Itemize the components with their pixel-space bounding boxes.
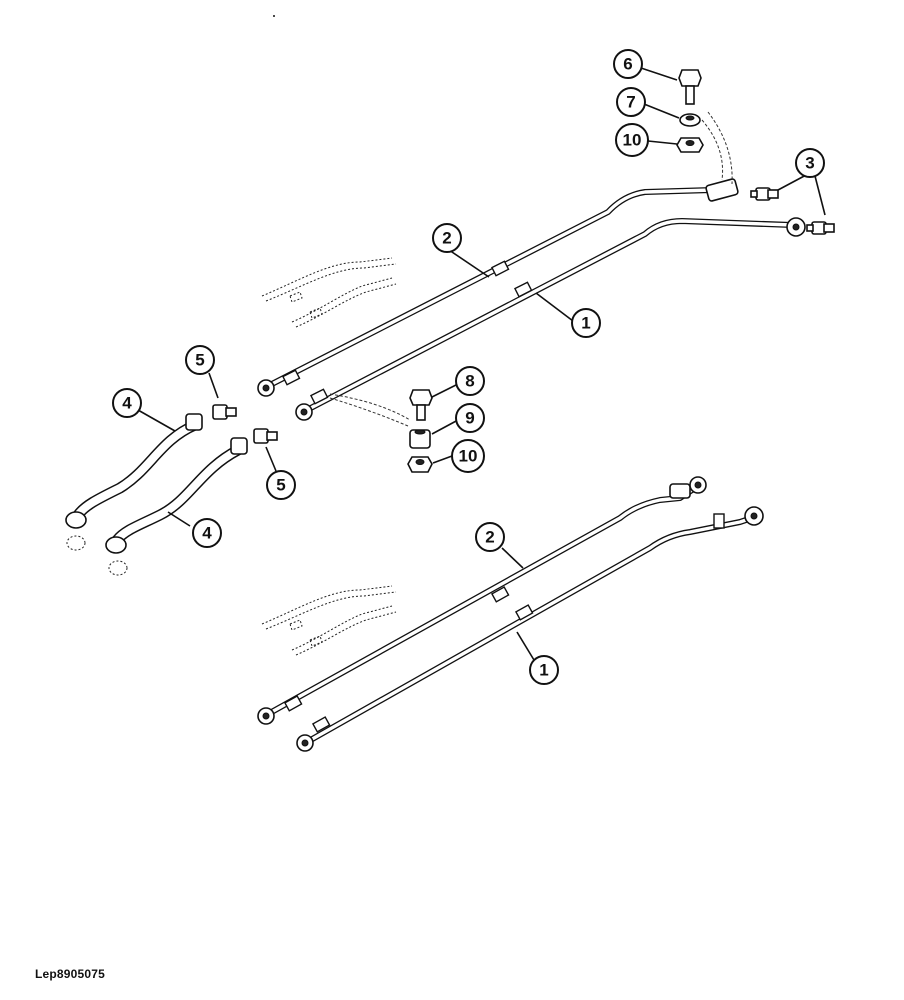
adapter-5-upper <box>212 404 237 420</box>
callout-10-upper-label: 10 <box>623 131 642 150</box>
drawing-reference: Lep8905075 <box>35 967 106 981</box>
callout-6-label: 6 <box>623 55 632 74</box>
callout-2-upper: 2 <box>432 223 462 253</box>
callout-7: 7 <box>616 87 646 117</box>
adapter-5-lower <box>253 428 278 444</box>
leader-lines <box>137 67 826 661</box>
callout-4-lower: 4 <box>192 518 222 548</box>
callout-1-upper-label: 1 <box>581 314 590 333</box>
ghost-outline-upper <box>261 257 397 328</box>
pipe-1-upper <box>295 217 806 421</box>
callout-2-upper-label: 2 <box>442 229 451 248</box>
callout-8-label: 8 <box>465 372 474 391</box>
adapter-3a <box>750 187 779 201</box>
callout-6: 6 <box>613 49 643 79</box>
hose-4-upper <box>65 413 203 551</box>
callout-5-lower-label: 5 <box>276 476 285 495</box>
callout-5-upper: 5 <box>185 345 215 375</box>
pipe-1-lower <box>296 506 764 752</box>
callout-4-upper: 4 <box>112 388 142 418</box>
nut-10-upper <box>676 137 704 153</box>
callout-4-lower-label: 4 <box>202 524 212 543</box>
pipe-2-lower <box>257 476 707 725</box>
callout-2-lower-label: 2 <box>485 528 494 547</box>
callout-5-upper-label: 5 <box>195 351 204 370</box>
callout-3: 3 <box>795 148 825 178</box>
callout-9: 9 <box>455 403 485 433</box>
callout-10-lower: 10 <box>451 439 485 473</box>
nut-10-lower <box>407 456 433 473</box>
bolt-8 <box>409 389 433 421</box>
stray-dot <box>273 15 275 17</box>
bolt-6 <box>678 69 702 105</box>
callout-7-label: 7 <box>626 93 635 112</box>
spacer-9 <box>409 429 431 449</box>
callout-9-label: 9 <box>465 409 474 428</box>
callout-1-upper: 1 <box>571 308 601 338</box>
callout-10-lower-label: 10 <box>459 447 478 466</box>
callout-3-label: 3 <box>805 154 814 173</box>
callout-1-lower-label: 1 <box>539 661 548 680</box>
hose-4-lower <box>105 437 248 576</box>
callout-2-lower: 2 <box>475 522 505 552</box>
pipe-2-upper <box>257 178 739 397</box>
callout-4-upper-label: 4 <box>122 394 132 413</box>
callout-1-lower: 1 <box>529 655 559 685</box>
ghost-outline-lower <box>261 585 397 656</box>
washer-7 <box>679 113 701 127</box>
callout-8: 8 <box>455 366 485 396</box>
callout-5-lower: 5 <box>266 470 296 500</box>
callout-10-upper: 10 <box>615 123 649 157</box>
adapter-3b <box>806 221 835 235</box>
